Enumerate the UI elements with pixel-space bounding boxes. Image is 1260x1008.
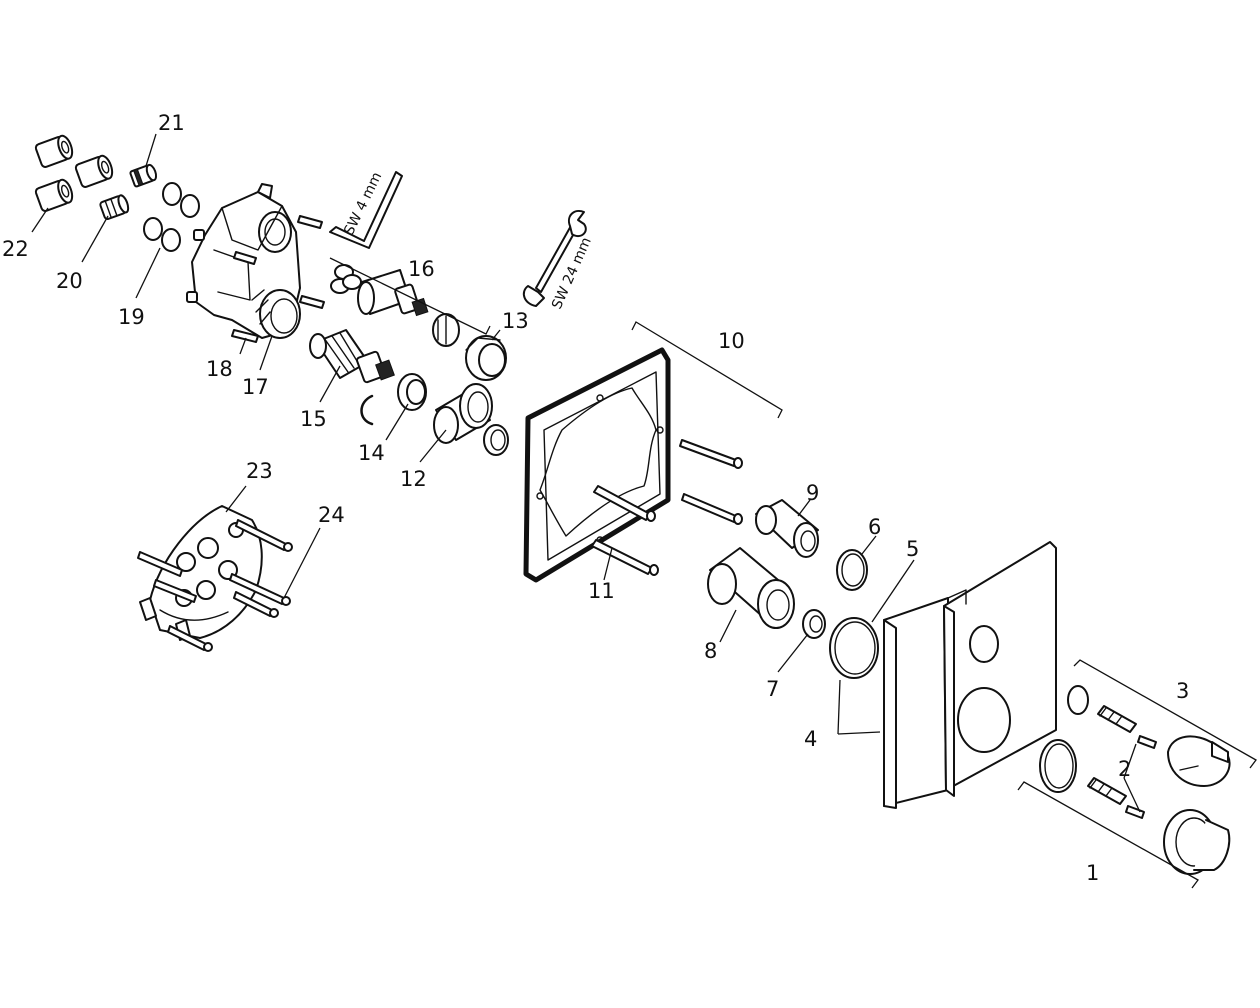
part-12-sleeve — [433, 383, 493, 444]
callout-14: 14 — [358, 441, 385, 465]
callout-3: 3 — [1176, 679, 1189, 703]
part-8-extension-long — [707, 547, 795, 629]
part-1-ring — [1039, 739, 1077, 793]
callout-21: 21 — [158, 111, 185, 135]
part-17-valve-body — [186, 183, 301, 339]
hex-key-tool: SW 4 mm — [329, 170, 403, 249]
callout-22: 22 — [2, 237, 29, 261]
wrench-tool: SW 24 mm — [522, 210, 595, 312]
part-20-nipple — [99, 194, 130, 221]
callout-13: 13 — [502, 309, 529, 333]
part-3-handle — [1167, 735, 1231, 787]
callout-7: 7 — [766, 677, 779, 701]
part-4-back-plate — [883, 597, 949, 809]
callout-11: 11 — [588, 579, 615, 603]
callout-18: 18 — [206, 357, 233, 381]
callout-15: 15 — [300, 407, 327, 431]
part-3-ring — [1067, 685, 1089, 715]
part-21-valve-insert — [129, 163, 158, 188]
callout-17: 17 — [242, 375, 269, 399]
callout-2: 2 — [1118, 757, 1131, 781]
part-15-cartridge — [309, 329, 395, 384]
part-6-o-ring — [836, 549, 868, 591]
callout-5: 5 — [906, 537, 919, 561]
part-16-cartridge — [357, 269, 460, 347]
callout-8: 8 — [704, 639, 717, 663]
callout-4: 4 — [804, 727, 817, 751]
part-24-screws — [137, 519, 293, 652]
wrench-label: SW 24 mm — [549, 235, 595, 312]
part-9-extension-short — [755, 499, 819, 558]
part-16-clips — [330, 264, 362, 294]
part-3-spindle — [1097, 705, 1157, 749]
callout-6: 6 — [868, 515, 881, 539]
part-13-nut — [465, 335, 507, 381]
callout-9: 9 — [806, 481, 819, 505]
part-7-nut — [802, 609, 826, 639]
leader-lines — [31, 133, 1257, 889]
callout-20: 20 — [56, 269, 83, 293]
callout-numbers: 1 2 3 4 5 6 7 8 9 10 11 12 13 14 15 16 1… — [2, 111, 1189, 885]
part-5-o-ring — [829, 617, 879, 679]
callout-12: 12 — [400, 467, 427, 491]
part-11-screws — [591, 439, 743, 576]
part-19-o-rings — [143, 182, 200, 252]
part-18-screws — [231, 215, 325, 343]
part-10-mounting-plate — [523, 347, 671, 583]
part-1-spindle — [1087, 777, 1145, 819]
callout-1: 1 — [1086, 861, 1099, 885]
callout-23: 23 — [246, 459, 273, 483]
part-14-nut — [397, 373, 427, 411]
part-4-front-plate — [943, 541, 1057, 797]
part-15-retaining-clip — [360, 394, 374, 426]
callout-19: 19 — [118, 305, 145, 329]
callout-10: 10 — [718, 329, 745, 353]
part-1-knob — [1163, 809, 1231, 875]
callout-16: 16 — [408, 257, 435, 281]
part-12-ring-nut — [483, 424, 509, 456]
part-22-caps — [34, 134, 114, 212]
callout-24: 24 — [318, 503, 345, 527]
